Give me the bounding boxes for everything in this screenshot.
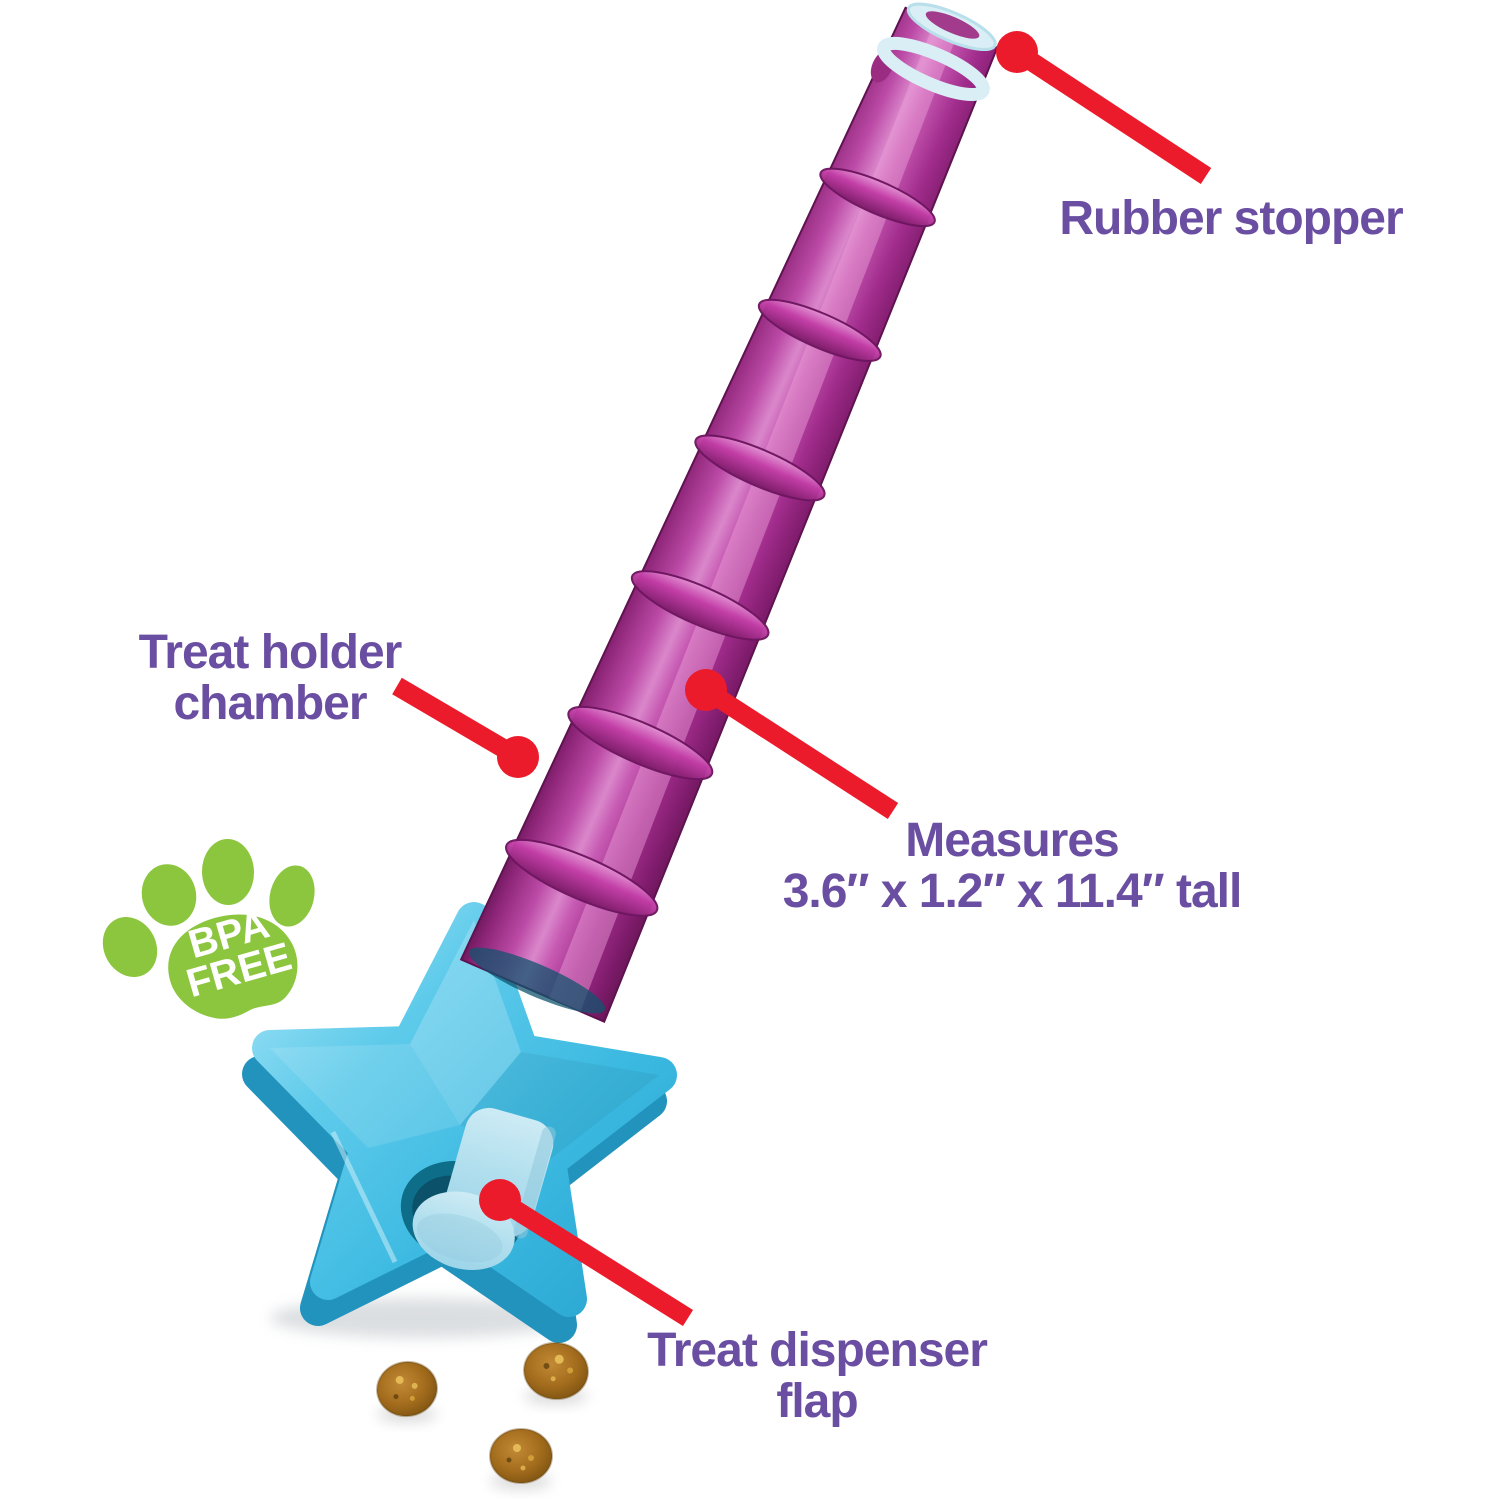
callout-line-rubber-stopper — [1011, 44, 1212, 184]
label-treat-holder-chamber: Treat holder chamber — [138, 626, 403, 730]
wand-ring — [567, 705, 714, 781]
wand-ring — [694, 434, 826, 502]
treats — [376, 1341, 589, 1489]
callout-line-treat-holder — [392, 677, 523, 766]
wand-ring — [505, 838, 659, 917]
wand-entry-shadow — [468, 947, 606, 1014]
wand-ring — [819, 167, 936, 228]
label-measures: Measures 3.6″ x 1.2″ x 11.4″ tall — [782, 814, 1243, 918]
paw-toe — [141, 864, 197, 926]
paw-toe — [201, 839, 255, 905]
callouts — [392, 44, 1212, 1327]
label-rubber-stopper: Rubber stopper — [1059, 192, 1403, 245]
callout-line-dispenser-flap — [494, 1191, 694, 1327]
star-face-highlight — [270, 1044, 460, 1148]
treat — [523, 1341, 589, 1401]
paw-toe — [102, 917, 158, 977]
rubber-stopper-cap-center — [925, 11, 980, 39]
treat — [489, 1428, 553, 1484]
rubber-stopper-band — [877, 36, 990, 102]
paw-toe — [269, 865, 315, 927]
treat — [376, 1360, 438, 1418]
wand-ring — [757, 298, 882, 362]
callout-line-measures — [700, 682, 899, 819]
wand — [459, 2, 999, 1024]
star-face-highlight — [410, 920, 521, 1125]
wand-ring — [630, 570, 770, 641]
dispenser-flap — [412, 1107, 556, 1271]
callout-dot-dispenser-flap — [479, 1179, 521, 1221]
paw-pad — [168, 914, 298, 1019]
star-edge-highlight — [330, 1130, 398, 1264]
label-treat-dispenser-flap: Treat dispenser flap — [647, 1324, 988, 1428]
callout-dot-rubber-stopper — [996, 31, 1038, 73]
bpa-free-paw-icon — [102, 839, 315, 1019]
callout-dot-measures — [685, 669, 727, 711]
callout-dots — [479, 31, 1038, 1221]
callout-dot-treat-holder — [497, 736, 539, 778]
